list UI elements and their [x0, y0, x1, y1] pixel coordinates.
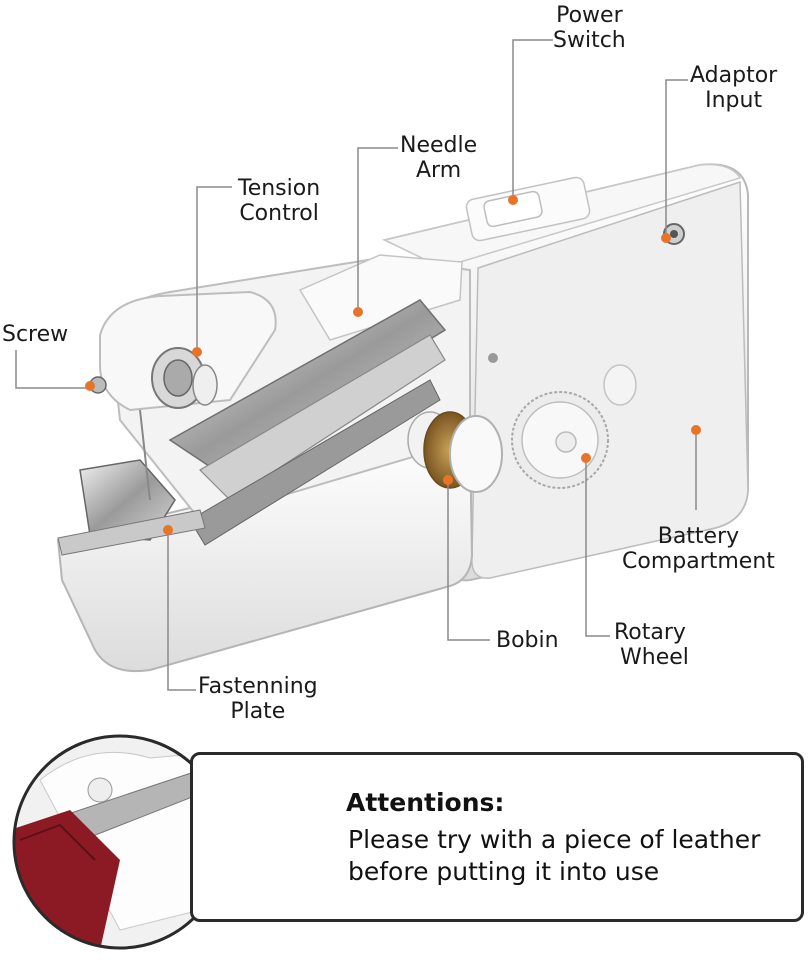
callout-dot-bobin	[443, 475, 453, 485]
attention-title: Attentions:	[346, 788, 505, 817]
callout-dots	[85, 195, 701, 535]
leader-lines	[15, 39, 697, 691]
sewing-machine-illustration	[56, 163, 749, 673]
callout-dot-adaptor-input	[661, 233, 671, 243]
callout-dot-tension-control	[192, 347, 202, 357]
callout-dot-fastenning-plate	[163, 525, 173, 535]
callout-dot-needle-arm	[353, 307, 363, 317]
label-bobin: Bobin	[496, 628, 559, 653]
label-screw: Screw	[2, 322, 69, 347]
attention-line-2: before putting it into use	[348, 857, 660, 886]
callout-dot-rotary-wheel	[581, 453, 591, 463]
attention-box	[190, 752, 804, 922]
callout-dot-screw	[85, 381, 95, 391]
callout-dot-battery-compartment	[691, 425, 701, 435]
attention-line-1: Please try with a piece of leather	[348, 825, 761, 854]
callout-dot-power-switch	[508, 195, 518, 205]
attention-message: Please try with a piece of leather befor…	[348, 824, 760, 888]
